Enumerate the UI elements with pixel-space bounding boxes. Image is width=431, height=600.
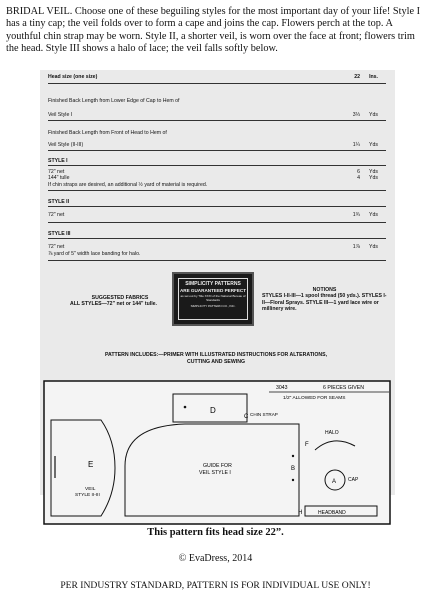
guide-piece-outline <box>124 423 300 517</box>
seal-title: SIMPLICITY PATTERNS <box>185 281 241 287</box>
veil-label: VEIL <box>85 486 96 492</box>
piece-b-letter: B <box>291 466 295 472</box>
piece-e-letter: E <box>88 460 93 469</box>
pattern-layout: 3043 6 PIECES GIVEN 1/2" ALLOWED FOR SEA… <box>43 380 391 525</box>
piece-d-letter: D <box>210 406 216 415</box>
headband-piece-outline <box>304 505 378 517</box>
divider <box>48 150 386 151</box>
seal-guarantee: ARE GUARANTEED PERFECT <box>179 288 247 293</box>
notions-heading: NOTIONS <box>312 287 337 293</box>
seal-body: as set out by Title XXXI of the National… <box>180 294 246 302</box>
fabrics-text: ALL STYLES—72" net or 144" tulle. <box>70 301 157 308</box>
seal-maker: SIMPLICITY PATTERN CO., INC. <box>190 304 236 309</box>
divider <box>48 83 386 84</box>
seal-frame: SIMPLICITY PATTERNS ARE GUARANTEED PERFE… <box>178 278 248 320</box>
notions: NOTIONS STYLES I-II-III—1 spool thread (… <box>262 287 387 313</box>
divider <box>48 190 386 191</box>
head-size-caption: This pattern fits head size 22”. <box>147 527 284 538</box>
halo-label: HALO <box>325 430 339 436</box>
piece-e-outline <box>50 419 116 517</box>
halo-piece-outline <box>314 440 356 451</box>
suggested-fabrics: SUGGESTED FABRICS ALL STYLES—72" net or … <box>70 295 170 308</box>
divider <box>48 222 386 223</box>
layout-frame <box>43 380 391 525</box>
fabrics-heading: SUGGESTED FABRICS <box>91 295 149 301</box>
copyright: © EvaDress, 2014 <box>178 553 253 564</box>
divider <box>48 206 386 207</box>
cap-piece-outline <box>324 469 346 491</box>
guide-label: GUIDE FOR <box>203 463 232 469</box>
chin-strap-label: CHIN STRAP <box>250 412 278 417</box>
pieces-count: 6 PIECES GIVEN <box>323 385 364 391</box>
headband-label: HEADBAND <box>318 510 346 516</box>
veil-style-label: STYLE II-III <box>75 492 100 498</box>
usage-notice: PER INDUSTRY STANDARD, PATTERN IS FOR IN… <box>60 580 371 591</box>
piece-c-letter: C <box>244 414 249 420</box>
intro-paragraph: BRIDAL VEIL. Choose one of these beguili… <box>6 6 421 55</box>
guide-style-label: VEIL STYLE I <box>199 470 231 476</box>
guarantee-seal: SIMPLICITY PATTERNS ARE GUARANTEED PERFE… <box>172 272 254 326</box>
pattern-number: 3043 <box>276 385 288 391</box>
piece-h-letter: H <box>298 510 302 516</box>
divider <box>48 120 386 121</box>
cap-label: CAP <box>348 477 359 483</box>
seam-allowance: 1/2" ALLOWED FOR SEAMS <box>283 395 345 401</box>
divider <box>48 165 386 166</box>
piece-f-letter: F <box>305 442 309 448</box>
piece-a-letter: A <box>332 479 336 485</box>
piece-d-outline <box>172 393 248 423</box>
pattern-includes: PATTERN INCLUDES:—PRIMER WITH ILLUSTRATE… <box>104 352 328 365</box>
notch <box>291 478 295 482</box>
notch <box>183 405 187 409</box>
divider <box>48 260 386 261</box>
notch <box>291 454 295 458</box>
divider <box>48 238 386 239</box>
notions-text: STYLES I-II-III—1 spool thread (50 yds.)… <box>262 293 387 313</box>
pattern-layout-diagram: 3043 6 PIECES GIVEN 1/2" ALLOWED FOR SEA… <box>43 380 391 525</box>
